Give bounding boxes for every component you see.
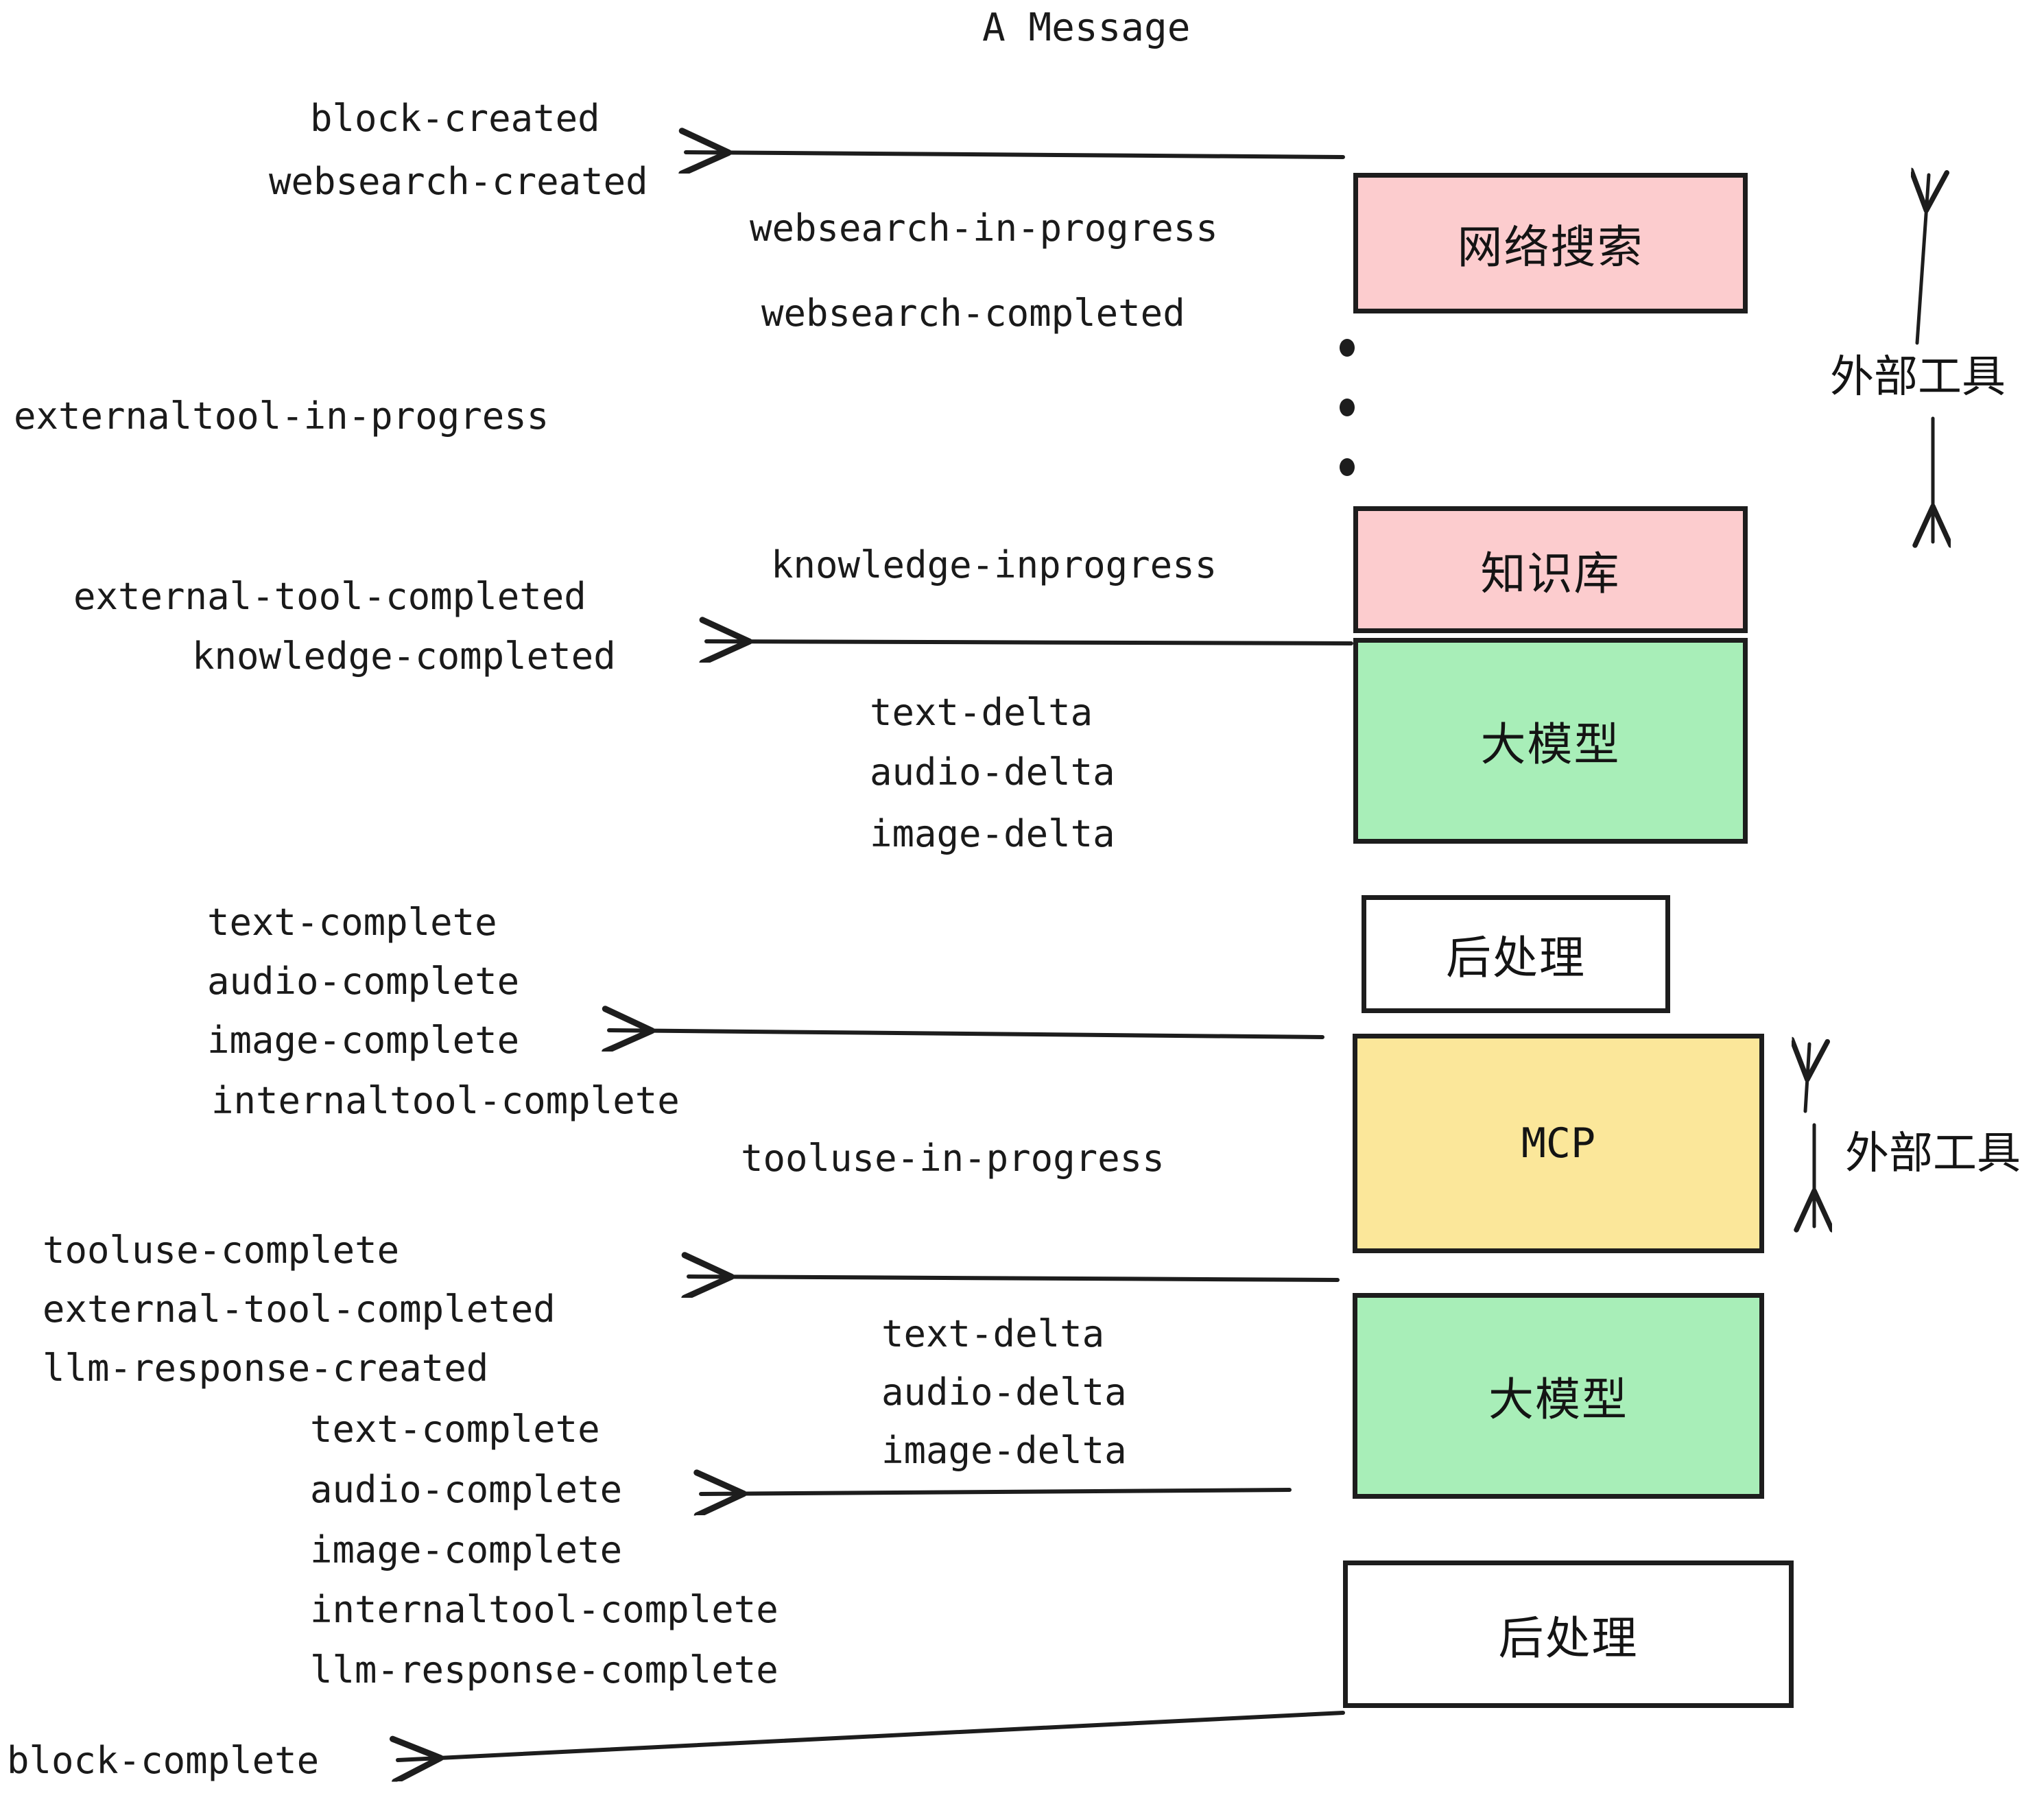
box-mcp: MCP (1353, 1034, 1764, 1253)
box-label-websearch: 网络搜索 (1457, 220, 1644, 274)
event-label-text-delta-2: text-delta (881, 1312, 1105, 1355)
event-label-image-complete-1: image-complete (207, 1019, 520, 1062)
event-label-image-complete-2: image-complete (310, 1528, 623, 1571)
event-label-websearch-completed: websearch-completed (761, 292, 1185, 335)
event-label-block-complete: block-complete (7, 1739, 320, 1782)
box-label-llm-1: 大模型 (1480, 718, 1621, 771)
arrow-tooluse-complete (689, 1277, 1340, 1280)
event-label-internaltool-complete-2: internaltool-complete (310, 1588, 779, 1631)
ellipsis-dot (1340, 458, 1355, 476)
event-label-text-complete-1: text-complete (207, 901, 497, 944)
event-label-audio-delta-1: audio-delta (870, 750, 1115, 794)
event-label-text-delta-1: text-delta (870, 691, 1093, 734)
event-label-external-tool-completed-1: external-tool-completed (73, 575, 586, 618)
event-label-externaltool-in-progress: externaltool-in-progress (14, 394, 549, 438)
arrow-audio-complete (701, 1490, 1292, 1494)
scope-up-1 (1917, 175, 1929, 345)
box-label-postprocess-1: 后处理 (1446, 931, 1586, 984)
box-llm-2: 大模型 (1353, 1293, 1764, 1499)
event-label-knowledge-inprogress: knowledge-inprogress (771, 543, 1217, 586)
event-label-audio-complete-1: audio-complete (207, 960, 520, 1003)
event-label-internaltool-complete-1: internaltool-complete (211, 1079, 680, 1122)
box-websearch: 网络搜索 (1353, 173, 1748, 313)
box-postprocess-1: 后处理 (1362, 895, 1670, 1013)
event-label-llm-response-created: llm-response-created (43, 1346, 489, 1390)
event-label-audio-complete-2: audio-complete (310, 1468, 623, 1511)
event-label-text-complete-2: text-complete (310, 1408, 600, 1451)
scope-label-external-tool-top: 外部工具 (1830, 352, 2006, 403)
event-label-websearch-in-progress: websearch-in-progress (750, 206, 1218, 250)
event-label-external-tool-completed-2: external-tool-completed (43, 1287, 556, 1331)
event-label-audio-delta-2: audio-delta (881, 1370, 1127, 1414)
event-label-websearch-created: websearch-created (269, 160, 648, 203)
page-title: A Message (982, 5, 1191, 50)
arrow-image-complete (609, 1030, 1324, 1037)
box-knowledge: 知识库 (1353, 506, 1748, 633)
arrow-knowledge-completed (706, 641, 1353, 643)
scope-up-2 (1805, 1044, 1809, 1113)
arrow-block-complete (398, 1711, 1345, 1760)
box-label-postprocess-2: 后处理 (1498, 1611, 1639, 1665)
event-label-tooluse-in-progress: tooluse-in-progress (741, 1137, 1165, 1180)
box-llm-1: 大模型 (1353, 638, 1748, 844)
event-label-image-delta-2: image-delta (881, 1429, 1127, 1472)
event-label-knowledge-completed: knowledge-completed (192, 634, 616, 678)
event-label-block-created: block-created (310, 97, 600, 140)
vertical-ellipsis-icon (1338, 339, 1356, 476)
event-label-llm-response-complete: llm-response-complete (310, 1648, 779, 1692)
box-label-knowledge: 知识库 (1480, 547, 1621, 600)
ellipsis-dot (1340, 339, 1355, 357)
ellipsis-dot (1340, 399, 1355, 416)
box-label-llm-2: 大模型 (1488, 1373, 1628, 1426)
arrow-block-created (686, 152, 1345, 157)
event-label-image-delta-1: image-delta (870, 812, 1115, 855)
box-label-mcp: MCP (1521, 1119, 1596, 1167)
event-label-tooluse-complete: tooluse-complete (43, 1229, 400, 1272)
box-postprocess-2: 后处理 (1343, 1560, 1794, 1708)
scope-label-external-tool-bottom: 外部工具 (1845, 1128, 2021, 1179)
